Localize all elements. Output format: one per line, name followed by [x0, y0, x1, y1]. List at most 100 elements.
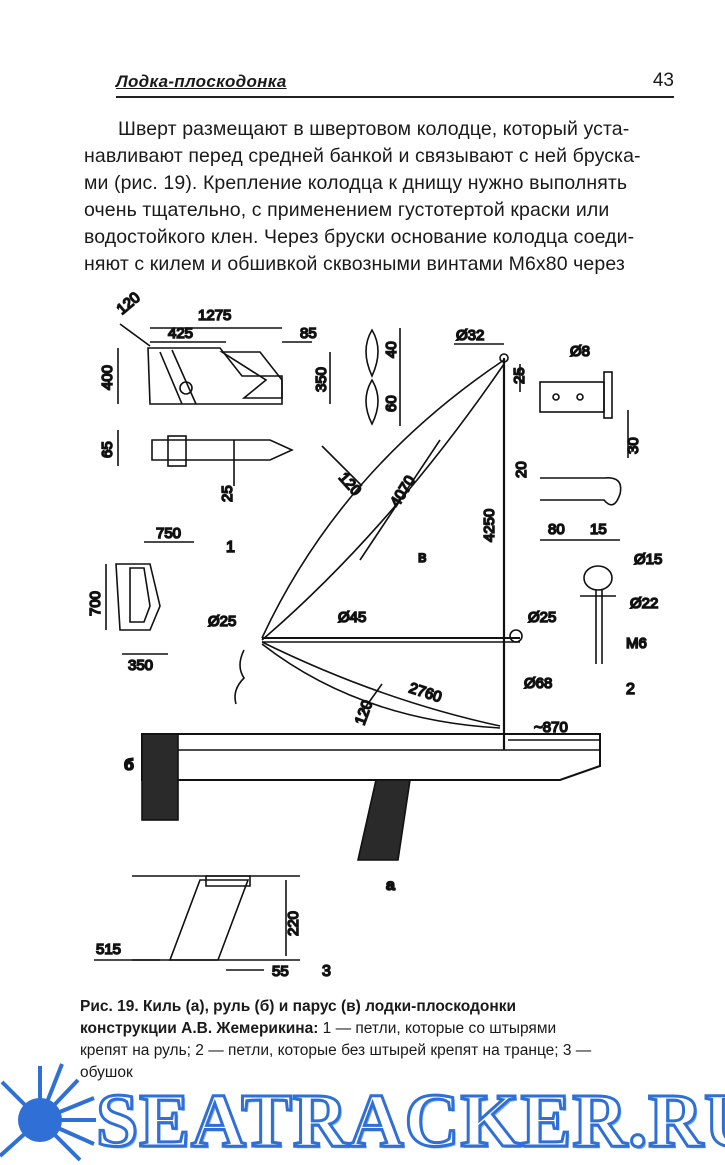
dim-4250: 4250 [481, 509, 498, 542]
dim-120-lower: 120 [352, 698, 377, 727]
caption-bold-1: Рис. 19. Киль (а), руль (б) и парус (в) … [80, 998, 516, 1015]
keel-blade-drawing: 65 25 [98, 430, 294, 503]
sail-foot [261, 641, 501, 727]
caption-line: обушок [80, 1064, 133, 1081]
dim-45: Ø45 [338, 609, 366, 626]
dim-20: 20 [513, 461, 530, 478]
body-line: водостойкого клен. Через бруски основани… [84, 226, 635, 248]
sail-section-drawing: 40 60 [365, 328, 401, 426]
dim-350-keel: 350 [313, 367, 330, 392]
body-line: няют с килем и обшивкой сквозными винтам… [84, 253, 625, 275]
dim-350-rudder: 350 [128, 657, 153, 674]
body-line: очень тщательно, с применением густотерт… [84, 199, 610, 221]
keel-plate-drawing: 120 1275 425 85 400 350 [98, 288, 331, 405]
dim-68: Ø68 [524, 675, 552, 692]
dim-25-boom: Ø25 [208, 613, 236, 630]
dim-line [119, 323, 151, 347]
dim-120-sail: 120 [335, 469, 364, 499]
dim-85: 85 [300, 325, 317, 342]
hinge-pin [603, 371, 613, 419]
dim-40: 40 [383, 341, 400, 358]
sail-section-lower [365, 378, 379, 426]
eye-ring [583, 565, 613, 591]
figure-caption: Рис. 19. Киль (а), руль (б) и парус (в) … [80, 996, 680, 1084]
figure-19-drawing: 120 1275 425 85 400 350 65 25 40 60 [86, 288, 663, 981]
dim-line [359, 439, 441, 561]
dim-30: 30 [625, 437, 642, 454]
eye-bolt-drawing: Ø15 Ø22 М6 2 [580, 550, 663, 699]
hinge-hole [552, 393, 560, 401]
sail-rig-drawing: Ø32 120 4070 4250 Ø45 Ø25 Ø25 2760 120 Ø… [207, 326, 600, 750]
dim-55: 55 [272, 963, 289, 980]
dim-15: 15 [590, 521, 607, 538]
watermark-text: SEATRACKER.RU [94, 1078, 725, 1165]
dim-220: 220 [285, 911, 302, 936]
label-1: 1 [226, 539, 235, 556]
caption-text-2: 1 — петли, которые со штырями [318, 1020, 557, 1037]
keel-blade-outline [151, 439, 294, 461]
obushok-top [205, 875, 251, 887]
caption-bold-2: конструкции А.В. Жемерикина: [80, 1020, 319, 1037]
label-b: б [124, 757, 134, 774]
dim-400: 400 [99, 365, 116, 390]
hinge-drawing: Ø8 25 30 20 80 15 1 [225, 342, 643, 557]
dim-line [321, 445, 363, 487]
hinge-plate [539, 381, 605, 413]
rudder-inner [129, 567, 151, 623]
sail-foot-inner [261, 643, 501, 729]
sail-luff-inner [261, 363, 505, 641]
dim-25-keel: 25 [219, 485, 236, 502]
rudder-blade-dark [141, 733, 179, 821]
label-3: 3 [322, 963, 331, 980]
body-paragraph: Шверт размещают в швертовом колодце, кот… [84, 116, 672, 278]
sail-section-upper [365, 328, 379, 378]
caption-line: Рис. 19. Киль (а), руль (б) и парус (в) … [80, 996, 680, 1018]
dim-425: 425 [168, 325, 193, 342]
dim-25-right: Ø25 [528, 609, 556, 626]
dim-1275: 1275 [198, 307, 231, 324]
page-number: 43 [652, 70, 674, 91]
dim-870: ~870 [534, 719, 568, 736]
page-header: Лодка-плоскодонка 43 [116, 68, 674, 98]
label-v: в [418, 549, 427, 566]
running-title: Лодка-плоскодонка [116, 72, 287, 91]
dim-515: 515 [96, 941, 121, 958]
obushok-outline [168, 879, 250, 961]
label-2: 2 [626, 681, 635, 698]
dim-25-hinge: 25 [511, 367, 528, 384]
body-line: ми (рис. 19). Крепление колодца к днищу … [84, 172, 628, 194]
hinge-hole [576, 393, 584, 401]
caption-line: крепят на руль; 2 — петли, которые без ш… [80, 1042, 592, 1059]
dim-line [361, 683, 383, 713]
hinge-loop [540, 477, 622, 506]
body-line: Шверт размещают в швертовом колодце, кот… [118, 118, 630, 140]
hull-drawing: б а [123, 733, 601, 895]
dim-80: 80 [548, 521, 565, 538]
dim-22: Ø22 [630, 595, 658, 612]
keel-blade-dark [357, 779, 411, 861]
obushok-drawing: 220 515 55 3 [94, 875, 332, 981]
keel-slot [171, 349, 197, 405]
sheet-rope [234, 649, 246, 705]
keel-cutout [219, 351, 283, 399]
dim-750: 750 [156, 525, 181, 542]
dim-8: Ø8 [570, 343, 590, 360]
sun-icon [0, 1063, 96, 1162]
label-a: а [386, 877, 395, 894]
body-line: навливают перед средней банкой и связыва… [84, 145, 641, 167]
dim-120-top: 120 [114, 289, 144, 318]
rudder-outline [115, 563, 161, 631]
dim-m6: М6 [626, 635, 647, 652]
keel-slot [159, 351, 183, 405]
dim-65: 65 [99, 441, 116, 458]
rudder-drawing: 750 700 350 [86, 524, 194, 675]
keel-hole [179, 381, 193, 395]
watermark: SEATRACKER.RU [0, 1060, 725, 1165]
keel-blade-clamp [167, 435, 187, 467]
dim-60: 60 [383, 395, 400, 412]
dim-700: 700 [87, 591, 104, 616]
caption-line: конструкции А.В. Жемерикина: 1 — петли, … [80, 1018, 680, 1040]
dim-15-ring: Ø15 [634, 551, 662, 568]
dim-32: Ø32 [456, 327, 484, 344]
gooseneck [509, 629, 523, 643]
